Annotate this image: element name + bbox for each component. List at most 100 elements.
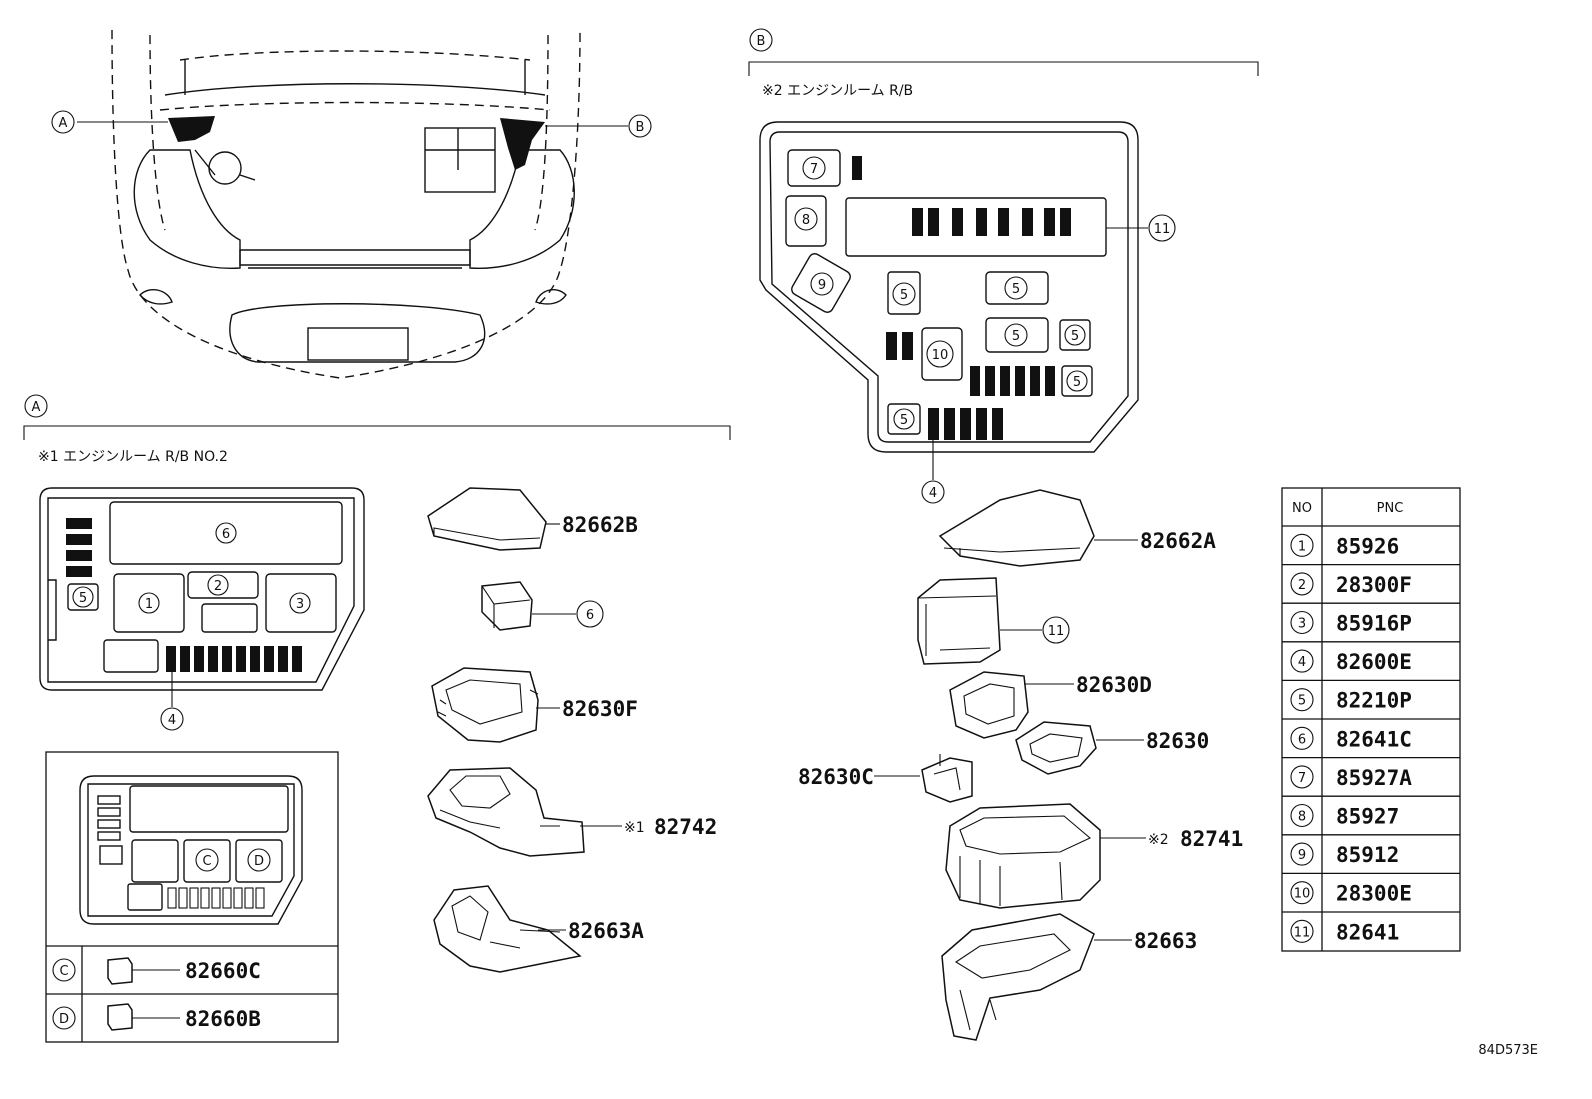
pnc-row-number: 5 [1298,694,1306,709]
svg-text:C: C [202,854,211,869]
section-a-header: A ※1 エンジンルーム R/B NO.2 [23,394,731,465]
svg-text:※1: ※1 [624,820,645,836]
svg-text:5: 5 [1012,329,1020,344]
svg-text:82630C: 82630C [798,765,874,789]
svg-text:4: 4 [929,486,937,501]
svg-text:2: 2 [214,579,222,594]
fuse-row-b-bottom [928,408,1003,440]
svg-text:A: A [32,400,41,415]
pnc-row-part-number: 28300E [1336,882,1412,906]
pnc-row-part-number: 85916P [1336,612,1412,636]
pnc-row-part-number: 85912 [1336,843,1399,867]
pnc-row-number-circle [1290,919,1314,943]
svg-text:1: 1 [145,597,153,612]
svg-text:6: 6 [586,608,594,623]
part-6-relay: 6 [481,581,604,631]
pnc-row-part-number: 82641C [1336,727,1412,751]
fuse-row-a [166,646,302,672]
svg-text:6: 6 [222,527,230,542]
pnc-table-row: 8 85927 [1282,795,1460,829]
svg-text:82630D: 82630D [1076,673,1152,697]
row-d: D 82660B [52,1003,261,1031]
row-c: C 82660C [52,957,261,985]
engine-room-rb-layout: 7 8 11 9 5 5 5 5 [759,121,1176,504]
pnc-row-number: 10 [1294,887,1311,902]
svg-text:B: B [636,120,645,135]
pnc-row-number-circle [1290,726,1314,750]
svg-text:82630: 82630 [1146,729,1209,753]
svg-text:82662B: 82662B [562,513,638,537]
pnc-row-part-number: 82641 [1336,920,1399,944]
pnc-table-row: 5 82210P [1282,679,1460,713]
part-82741-box: ※2 82741 [945,803,1243,909]
svg-text:9: 9 [818,278,826,293]
section-b-title: ※2 エンジンルーム R/B [762,83,913,99]
pnc-row-number: 2 [1298,578,1306,593]
pnc-row-number-circle [1290,881,1314,905]
pnc-table-pnc-header: PNC [1377,501,1404,516]
pnc-row-number-circle [1290,803,1314,828]
pnc-row-number: 3 [1298,617,1306,632]
pnc-row-number-circle [1290,765,1314,789]
pnc-table-row: 9 85912 [1282,834,1460,867]
pnc-row-part-number: 85926 [1336,534,1399,558]
svg-text:10: 10 [932,348,949,363]
pnc-row-part-number: 85927A [1336,766,1412,790]
pnc-table-no-header: NO [1292,501,1312,516]
pnc-row-number-circle [1290,533,1314,557]
pnc-row-number-circle [1290,842,1314,866]
svg-text:D: D [59,1012,69,1027]
part-82663A-lower-case: 82663A [433,885,644,973]
svg-text:82741: 82741 [1180,827,1243,851]
pnc-row-number: 6 [1298,732,1306,747]
pnc-row-part-number: 82210P [1336,689,1412,713]
part-82662A-cover: 82662A [938,489,1216,567]
marker-b-top: B [628,114,652,138]
part-11-relay-block: 11 [917,577,1070,665]
part-82630C-bracket: 82630C [798,754,973,803]
svg-text:5: 5 [900,413,908,428]
svg-text:8: 8 [802,213,810,228]
cd-detail-box: C D C 82660C D 82660B [45,751,339,1043]
pnc-row-number: 9 [1298,848,1306,863]
svg-text:82630F: 82630F [562,697,638,721]
pnc-row-number: 7 [1298,771,1306,786]
diagram-code: 84D573E [1478,1043,1538,1058]
pnc-row-part-number: 85927 [1336,805,1399,829]
svg-text:5: 5 [1073,375,1081,390]
part-82630D-frame: 82630D [949,671,1152,739]
svg-text:11: 11 [1154,222,1171,237]
fuse-row-cd [167,887,265,909]
part-82662B-cover: 82662B [427,487,638,551]
svg-text:5: 5 [900,288,908,303]
svg-text:5: 5 [1012,282,1020,297]
section-a-title: ※1 エンジンルーム R/B NO.2 [38,449,228,465]
pnc-table-row: 7 85927A [1282,756,1460,790]
fuse-row-b-top [912,208,1071,236]
pnc-row-number-circle [1290,649,1314,673]
pnc-row-number: 8 [1298,810,1306,825]
svg-text:82663: 82663 [1134,929,1197,953]
fuse-row-b-mid [970,366,1055,396]
svg-text:C: C [59,964,68,979]
part-82742-box: ※1 82742 [427,767,717,857]
svg-text:4: 4 [168,713,176,728]
svg-text:B: B [757,34,766,49]
svg-text:D: D [254,854,264,869]
part-82660B: 82660B [185,1007,261,1031]
part-82630-frame: 82630 [1015,721,1209,775]
svg-text:7: 7 [810,162,818,177]
vehicle-front-view [77,29,628,379]
pnc-row-number-circle [1290,572,1314,596]
svg-text:11: 11 [1048,624,1065,639]
svg-text:5: 5 [79,591,87,606]
pnc-row-number-circle [1290,688,1314,712]
svg-text:5: 5 [1071,329,1079,344]
pnc-row-number: 4 [1298,655,1306,670]
part-82663-lower-case: 82663 [941,913,1197,1041]
